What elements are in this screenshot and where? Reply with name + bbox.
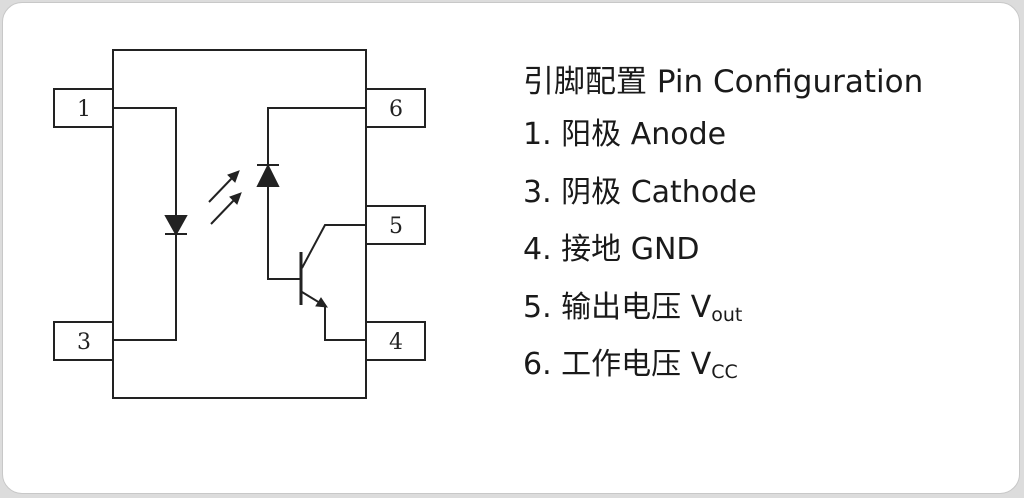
- led-diode-symbol: [164, 215, 188, 237]
- output-diode-symbol: [256, 163, 280, 187]
- legend-item-number: 3.: [523, 174, 552, 210]
- base-wire: [267, 186, 301, 280]
- pin-box-1: [53, 88, 114, 128]
- cathode-wire: [113, 234, 177, 341]
- pin-label-4: 4: [389, 330, 403, 355]
- legend-item-vout: 5. 输出电压 Vout: [523, 279, 923, 337]
- light-arrow-2: [210, 198, 236, 225]
- light-arrow-head-2: [229, 192, 242, 205]
- legend-item-subscript: CC: [711, 361, 738, 383]
- legend-item-label: 接地 GND: [561, 232, 700, 267]
- pin-label-1: 1: [77, 97, 91, 122]
- legend-item-label: 阴极 Cathode: [561, 174, 757, 210]
- legend-item-label: 工作电压 V: [561, 347, 712, 382]
- pin-box-6: [365, 88, 426, 128]
- pin-configuration-legend: 引脚配置 Pin Configuration 1. 阳极 Anode 3. 阴极…: [523, 58, 923, 394]
- legend-item-cathode: 3. 阴极 Cathode: [523, 164, 923, 222]
- legend-item-number: 4.: [523, 232, 552, 267]
- emitter-wire: [301, 291, 366, 341]
- anode-wire: [113, 107, 177, 216]
- emitter-arrow-head: [315, 297, 328, 308]
- vcc-wire: [267, 107, 366, 165]
- legend-item-label: 阳极 Anode: [561, 117, 727, 152]
- legend-item-label: 输出电压 V: [561, 289, 712, 325]
- legend-item-gnd: 4. 接地 GND: [523, 221, 923, 279]
- legend-title: 引脚配置 Pin Configuration: [523, 64, 924, 100]
- legend-item-vcc: 6. 工作电压 VCC: [523, 336, 923, 394]
- legend-item-number: 1.: [523, 117, 552, 152]
- legend-item-number: 5.: [523, 289, 552, 325]
- pin-box-4: [365, 321, 426, 361]
- pin-label-3: 3: [77, 330, 91, 355]
- collector-wire: [301, 224, 366, 269]
- legend-item-number: 6.: [523, 347, 552, 382]
- light-arrow-1: [208, 176, 234, 203]
- pin-label-5: 5: [389, 214, 403, 239]
- legend-item-subscript: out: [711, 303, 743, 326]
- legend-item-anode: 1. 阳极 Anode: [523, 106, 923, 164]
- pin-label-6: 6: [389, 97, 403, 122]
- light-arrow-head-1: [227, 170, 240, 183]
